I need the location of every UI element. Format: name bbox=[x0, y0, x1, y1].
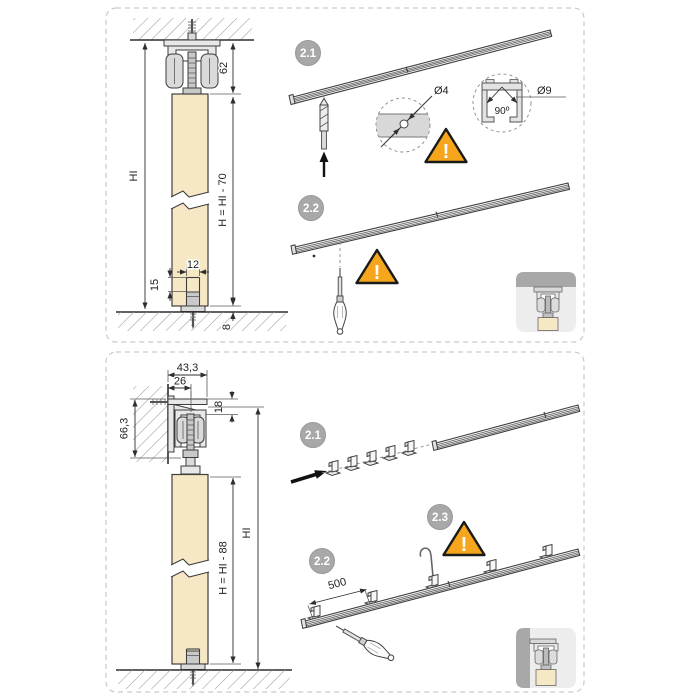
dim-door-height: H = HI - 70 bbox=[210, 97, 241, 307]
dim-433-label: 43,3 bbox=[177, 362, 198, 374]
step-badge-2-1: 2.1 bbox=[300, 422, 326, 448]
dim-15-label: 15 bbox=[149, 279, 161, 291]
drill-bit-icon bbox=[319, 97, 329, 150]
warning-exclamation: ! bbox=[374, 262, 381, 284]
insert-arrow-icon bbox=[290, 470, 327, 484]
floor-hatch bbox=[116, 311, 288, 331]
step-badge-2-2: 2.2 bbox=[298, 195, 324, 221]
dim-500-label: 500 bbox=[327, 576, 348, 592]
dim-slot-depth: 15 bbox=[148, 268, 187, 301]
step-badge-2-1: 2.1 bbox=[295, 40, 321, 66]
step-badge-2-2: 2.2 bbox=[309, 548, 335, 574]
step-badge-2-1-label: 2.1 bbox=[305, 430, 322, 442]
floor-hatch bbox=[116, 669, 292, 689]
step-badge-2-1-label: 2.1 bbox=[300, 48, 317, 60]
rail-drawing-step-2-2 bbox=[290, 182, 571, 267]
dim-wall-to-center: 26 bbox=[168, 374, 192, 412]
door-break bbox=[171, 191, 209, 209]
dim-h-formula-label: H = HI - 88 bbox=[218, 541, 230, 595]
dim-bracket-height: 66,3 bbox=[117, 398, 181, 459]
warning-exclamation: ! bbox=[443, 141, 450, 163]
detail-circle-rail-section: 90º Ø9 bbox=[472, 73, 566, 133]
rail-drawing-step-2-2 bbox=[300, 544, 581, 630]
step-badge-2-3-label: 2.3 bbox=[432, 512, 448, 524]
warning-triangle: ! bbox=[424, 127, 468, 164]
door-break bbox=[171, 559, 209, 577]
dim-h-formula-label: H = HI - 70 bbox=[217, 173, 229, 227]
rail-drawing-step-2-1 bbox=[288, 29, 553, 106]
floor-guide-assembly bbox=[180, 648, 206, 687]
dim-hi-label: HI bbox=[241, 528, 253, 539]
step-badge-2-2-label: 2.2 bbox=[314, 556, 330, 568]
step-badge-2-2-label: 2.2 bbox=[303, 203, 319, 215]
inset-wall-mount bbox=[516, 628, 576, 688]
dim-12-label: 12 bbox=[187, 259, 199, 271]
dim-26-label: 26 bbox=[174, 376, 186, 388]
step-badge-2-3: 2.3 bbox=[427, 504, 453, 530]
detail-circle-drill-diameter: Ø4 bbox=[375, 84, 450, 153]
door-panel bbox=[170, 473, 210, 665]
wall-hatch bbox=[133, 384, 169, 464]
mounting-clips-row bbox=[321, 440, 437, 476]
hole-diameter-label: Ø9 bbox=[537, 85, 552, 97]
inset-ceiling-mount bbox=[516, 272, 576, 332]
wall-bracket-assembly bbox=[150, 395, 208, 475]
warning-exclamation: ! bbox=[461, 534, 468, 556]
drill-diameter-label: Ø4 bbox=[434, 85, 449, 97]
dim-ceiling-to-door: 62 bbox=[210, 43, 241, 95]
dim-62-label: 62 bbox=[218, 62, 230, 74]
dim-bracket-width: 43,3 bbox=[167, 361, 208, 397]
door-panel bbox=[170, 93, 210, 307]
warning-triangle: ! bbox=[355, 248, 399, 285]
ceiling-hanger-assembly bbox=[163, 19, 221, 96]
hook-tool-icon bbox=[419, 547, 435, 583]
dim-slot-width: 12 bbox=[177, 258, 209, 276]
dim-floor-gap: 8 bbox=[220, 297, 236, 332]
dim-total-height: HI bbox=[127, 43, 148, 309]
dim-663-label: 66,3 bbox=[119, 418, 131, 439]
dim-hi-label: HI bbox=[128, 171, 140, 182]
dim-8-label: 8 bbox=[221, 324, 233, 330]
warning-triangle: ! bbox=[442, 520, 486, 557]
up-arrow-icon bbox=[319, 151, 329, 177]
top-panel-border bbox=[105, 7, 585, 343]
countersink-angle-label: 90º bbox=[495, 106, 510, 117]
dim-door-height: H = HI - 88 bbox=[210, 476, 241, 665]
dim-clip-spacing: 500 bbox=[307, 574, 371, 620]
dim-total-height: HI bbox=[208, 406, 264, 669]
rail-drawing-step-2-1 bbox=[431, 404, 581, 452]
